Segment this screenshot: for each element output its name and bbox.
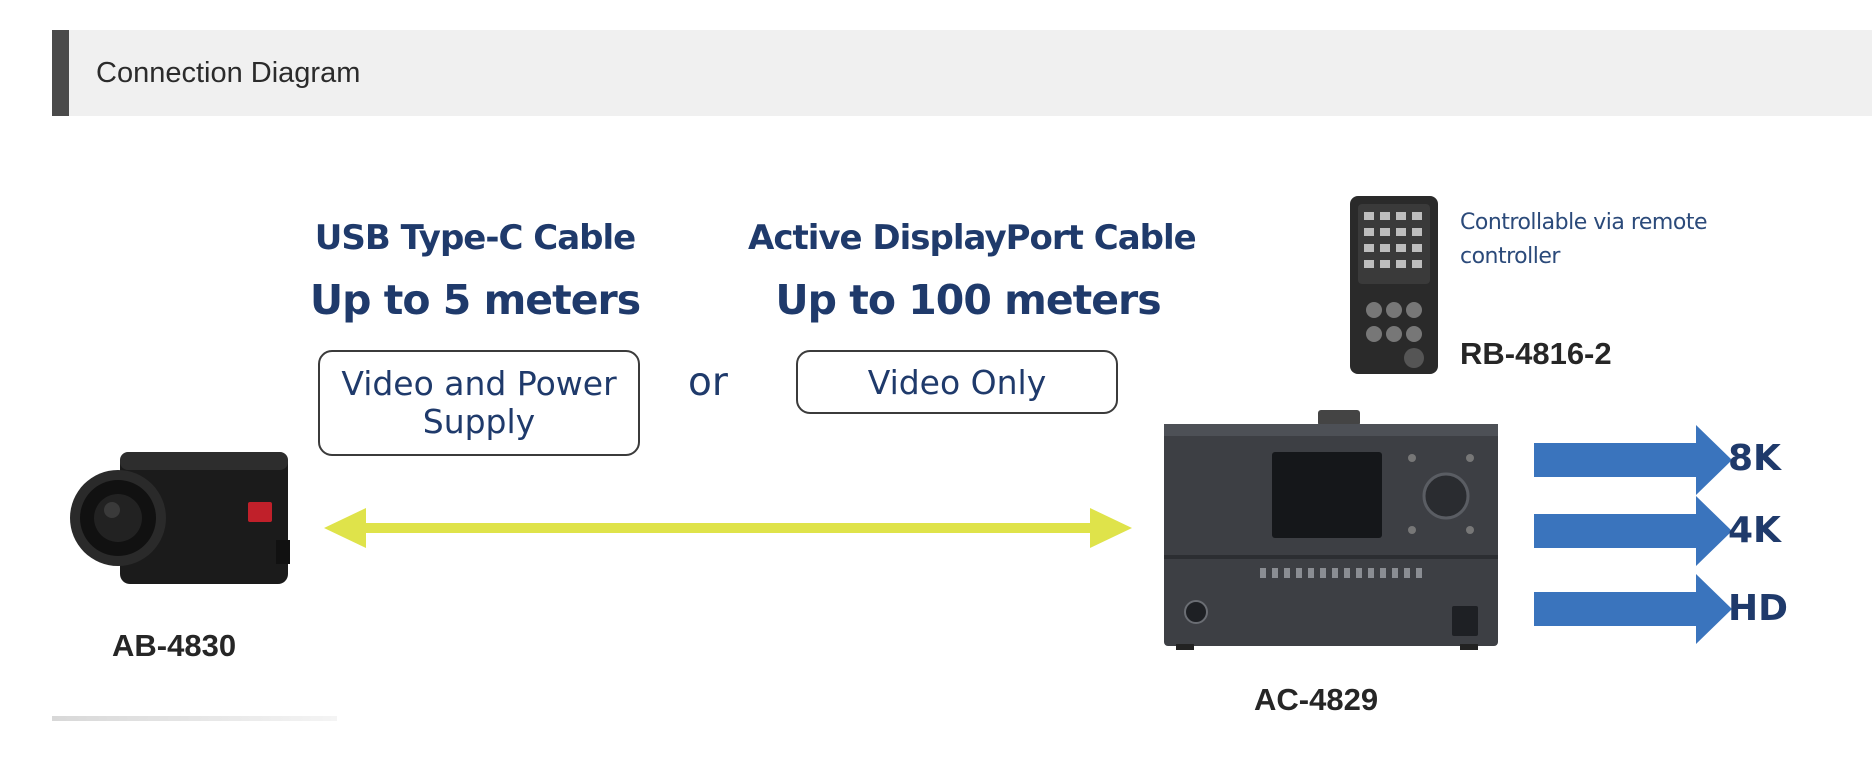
usb-cable-title: USB Type-C Cable: [290, 218, 660, 258]
output-label-hd: HD: [1728, 588, 1788, 629]
remote-note-line-2: controller: [1460, 240, 1760, 274]
camera-image: [70, 452, 290, 584]
remote-model-label: RB-4816-2: [1460, 336, 1612, 372]
output-arrow-hd: [1534, 574, 1732, 644]
usb-box-line-1: Video and Power: [341, 365, 616, 403]
output-label-4k: 4K: [1728, 510, 1781, 551]
output-label-8k: 8K: [1728, 438, 1781, 479]
remote-controller-image: [1350, 196, 1438, 374]
camera-model-label: AB-4830: [112, 628, 236, 664]
usb-cable-range: Up to 5 meters: [290, 276, 660, 324]
usb-cable-box: Video and Power Supply: [318, 350, 640, 456]
processor-model-label: AC-4829: [1254, 682, 1378, 718]
displayport-box-line-1: Video Only: [868, 363, 1047, 402]
displayport-cable-box: Video Only: [796, 350, 1118, 414]
remote-note: Controllable via remote controller: [1460, 206, 1760, 274]
remote-note-line-1: Controllable via remote: [1460, 206, 1760, 240]
output-arrow-4k: [1534, 496, 1732, 566]
displayport-cable-title: Active DisplayPort Cable: [748, 218, 1188, 258]
bottom-divider: [52, 716, 337, 721]
or-label: or: [688, 360, 728, 405]
displayport-cable-range: Up to 100 meters: [748, 276, 1188, 324]
usb-box-line-2: Supply: [341, 403, 616, 441]
cable-arrow: [324, 508, 1132, 548]
processor-unit-image: [1164, 410, 1498, 650]
output-arrow-8k: [1534, 425, 1732, 495]
